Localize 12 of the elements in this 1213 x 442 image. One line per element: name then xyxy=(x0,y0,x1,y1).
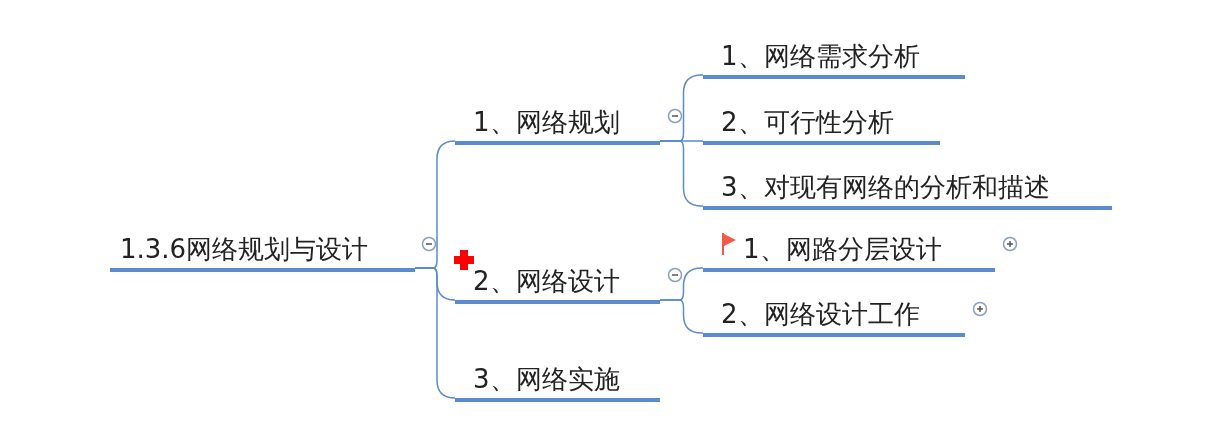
topic-label: 2、网络设计工作 xyxy=(721,300,920,329)
topic-label: 1、网路分层设计 xyxy=(743,235,942,264)
topic-label: 3、对现有网络的分析和描述 xyxy=(721,173,1050,202)
topic-label: 1.3.6网络规划与设计 xyxy=(120,235,369,264)
connector-line xyxy=(659,299,704,334)
topic-label: 1、网络规划 xyxy=(473,108,620,137)
connector-line xyxy=(659,140,704,207)
topic-label: 2、可行性分析 xyxy=(721,108,894,137)
topic-label: 2、网络设计 xyxy=(473,267,620,296)
topic-label: 3、网络实施 xyxy=(473,365,620,394)
connector-line xyxy=(414,267,456,399)
topic-label: 1、网络需求分析 xyxy=(721,42,920,71)
